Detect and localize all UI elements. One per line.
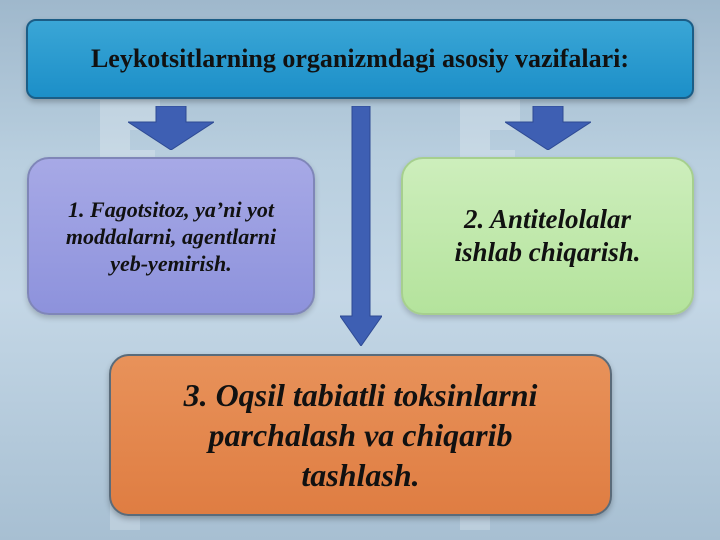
arrow-down-right-icon	[505, 106, 591, 150]
arrow-down-left-icon	[128, 106, 214, 150]
arrow-down-center-icon	[340, 106, 382, 346]
function-box-3: 3. Oqsil tabiatli toksinlarni parchalash…	[109, 354, 612, 516]
function-box-2-text: 2. Antitelolalar ishlab chiqarish.	[454, 204, 641, 267]
diagram-title-text: Leykotsitlarning organizmdagi asosiy vaz…	[90, 44, 630, 73]
function-box-2: 2. Antitelolalar ishlab chiqarish.	[401, 157, 694, 315]
function-box-1-text: 1. Fagotsitoz, ya’ni yot moddalarni, age…	[65, 196, 277, 276]
function-box-3-text: 3. Oqsil tabiatli toksinlarni parchalash…	[183, 377, 538, 493]
function-box-1: 1. Fagotsitoz, ya’ni yot moddalarni, age…	[27, 157, 315, 315]
diagram-title: Leykotsitlarning organizmdagi asosiy vaz…	[26, 19, 694, 99]
